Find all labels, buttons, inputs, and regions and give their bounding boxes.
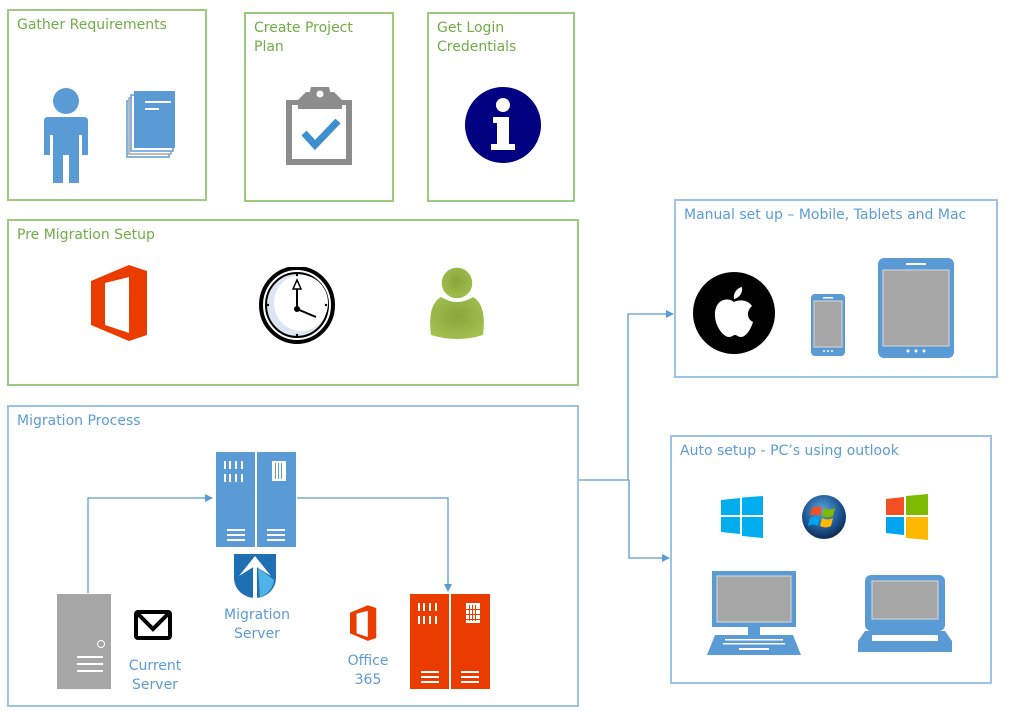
gather-requirements-title: Gather Requirements bbox=[17, 17, 167, 33]
tablet-icon bbox=[878, 258, 954, 358]
windows-8-icon bbox=[721, 496, 763, 538]
migration-tool-logo-icon bbox=[234, 554, 276, 598]
title-line: Get Login bbox=[437, 20, 505, 36]
label-line: Current bbox=[128, 658, 182, 674]
current-server-label: Current Server bbox=[115, 657, 195, 695]
title-line: Credentials bbox=[437, 39, 517, 55]
clock-icon bbox=[259, 267, 335, 344]
documents-icon bbox=[126, 91, 175, 158]
clipboard-check-icon bbox=[286, 87, 352, 165]
auto-setup-title: Auto setup - PC’s using outlook bbox=[680, 443, 899, 459]
laptop-icon bbox=[858, 575, 952, 652]
mail-icon bbox=[134, 610, 172, 640]
manual-setup-box: Manual set up – Mobile, Tablets and Mac bbox=[674, 199, 998, 378]
windows-7-icon bbox=[802, 495, 846, 539]
migration-server-rack-icon bbox=[216, 452, 296, 547]
label-line: Migration bbox=[223, 607, 290, 623]
windows-10-icon bbox=[886, 494, 928, 540]
user-icon bbox=[430, 266, 484, 339]
smartphone-icon bbox=[811, 294, 845, 356]
title-line: Create Project bbox=[254, 20, 353, 36]
apple-icon bbox=[693, 272, 775, 354]
desktop-icon bbox=[707, 571, 801, 655]
office365-server-rack-icon bbox=[410, 594, 490, 689]
current-server-icon bbox=[57, 594, 111, 689]
migration-process-title: Migration Process bbox=[17, 413, 141, 429]
label-line: Office bbox=[347, 653, 389, 669]
label-line: 365 bbox=[354, 672, 382, 688]
migration-server-label: Migration Server bbox=[209, 606, 305, 644]
office365-logo-icon bbox=[350, 605, 377, 641]
connector-to-manual-setup bbox=[627, 310, 674, 480]
office365-label: Office 365 bbox=[335, 652, 401, 690]
create-project-plan-box: Create Project Plan bbox=[244, 12, 394, 202]
migration-process-box: Migration Process Migration Server bbox=[7, 405, 579, 707]
create-project-plan-title: Create Project Plan bbox=[254, 19, 353, 57]
title-line: Plan bbox=[254, 39, 284, 55]
pre-migration-setup-title: Pre Migration Setup bbox=[17, 227, 155, 243]
person-icon bbox=[44, 88, 88, 183]
get-login-credentials-title: Get Login Credentials bbox=[437, 19, 516, 57]
gather-requirements-box: Gather Requirements bbox=[7, 9, 207, 201]
pre-migration-setup-box: Pre Migration Setup bbox=[7, 219, 579, 386]
manual-setup-title: Manual set up – Mobile, Tablets and Mac bbox=[684, 207, 967, 223]
get-login-credentials-box: Get Login Credentials bbox=[427, 12, 575, 202]
label-line: Server bbox=[234, 626, 280, 642]
office-logo-icon bbox=[91, 265, 147, 341]
info-icon bbox=[465, 87, 541, 163]
label-line: Server bbox=[132, 677, 178, 693]
connector-to-auto-setup bbox=[628, 480, 670, 562]
auto-setup-box: Auto setup - PC’s using outlook bbox=[670, 435, 992, 684]
